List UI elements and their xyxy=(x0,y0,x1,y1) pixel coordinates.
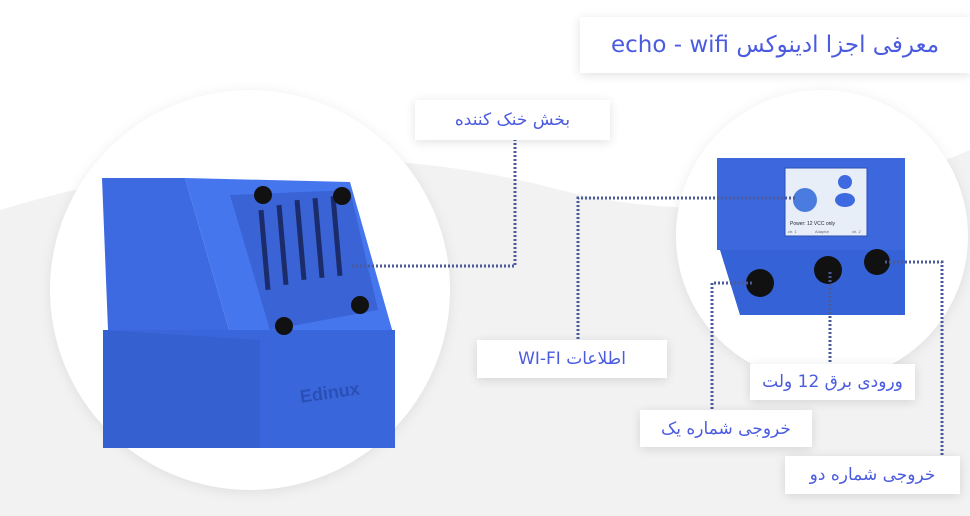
device-front-view: Power: 12 VCC only ch. 1 Adaptor ch. 2 xyxy=(717,158,905,315)
label-power-input: ورودی برق 12 ولت xyxy=(750,364,915,400)
device-side-view: Edinux xyxy=(102,178,395,448)
label-cooling: بخش خنک کننده xyxy=(415,100,610,140)
leader-lines xyxy=(352,140,944,456)
page-title: معرفی اجزا ادینوکس echo - wifi xyxy=(580,17,970,73)
panel-power-text: Power: 12 VCC only xyxy=(790,221,836,227)
label-output-one: خروجی شماره یک xyxy=(640,410,812,447)
label-wifi-info: اطلاعات WI-FI xyxy=(477,340,667,378)
panel-adaptor: Adaptor xyxy=(815,229,830,234)
label-output-two: خروجی شماره دو xyxy=(785,456,960,494)
panel-ch2: ch. 2 xyxy=(852,229,861,234)
panel-ch1: ch. 1 xyxy=(788,229,797,234)
